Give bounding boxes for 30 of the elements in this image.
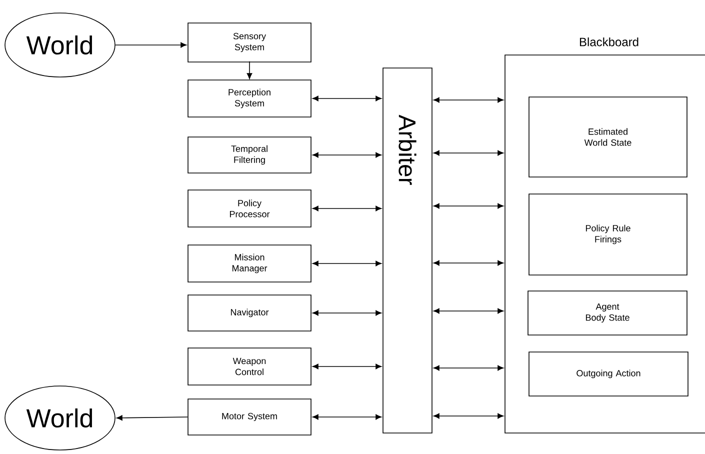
arrow xyxy=(312,152,382,158)
arrow xyxy=(115,42,187,48)
module-box: Outgoing Action xyxy=(528,352,688,396)
arrow xyxy=(312,96,382,102)
module-box: Agent Body State xyxy=(528,290,688,336)
arrow xyxy=(433,308,504,314)
module-box: Navigator xyxy=(188,294,312,332)
arrow xyxy=(433,413,504,419)
module-box: Policy Processor xyxy=(188,190,312,228)
arrow xyxy=(433,150,504,156)
arrow xyxy=(312,364,382,370)
arrow xyxy=(312,414,382,420)
arrow xyxy=(433,97,504,103)
arbiter-bar: Arbiter xyxy=(382,68,432,434)
module-box: Motor System xyxy=(188,398,312,436)
module-box: Perception System xyxy=(188,80,312,118)
arrow xyxy=(312,260,382,266)
arrow xyxy=(116,415,188,421)
arrow xyxy=(433,203,504,209)
arrow xyxy=(312,310,382,316)
arrow xyxy=(312,206,382,212)
module-box: Weapon Control xyxy=(188,348,312,386)
module-box: Mission Manager xyxy=(188,244,312,282)
module-box: Sensory System xyxy=(188,22,312,62)
arrow xyxy=(246,61,252,80)
module-box: Temporal Filtering xyxy=(188,136,312,174)
arrow xyxy=(433,260,504,266)
module-box: Policy Rule Firings xyxy=(528,194,688,276)
module-box: Estimated World State xyxy=(528,96,688,178)
arrow xyxy=(433,365,504,371)
